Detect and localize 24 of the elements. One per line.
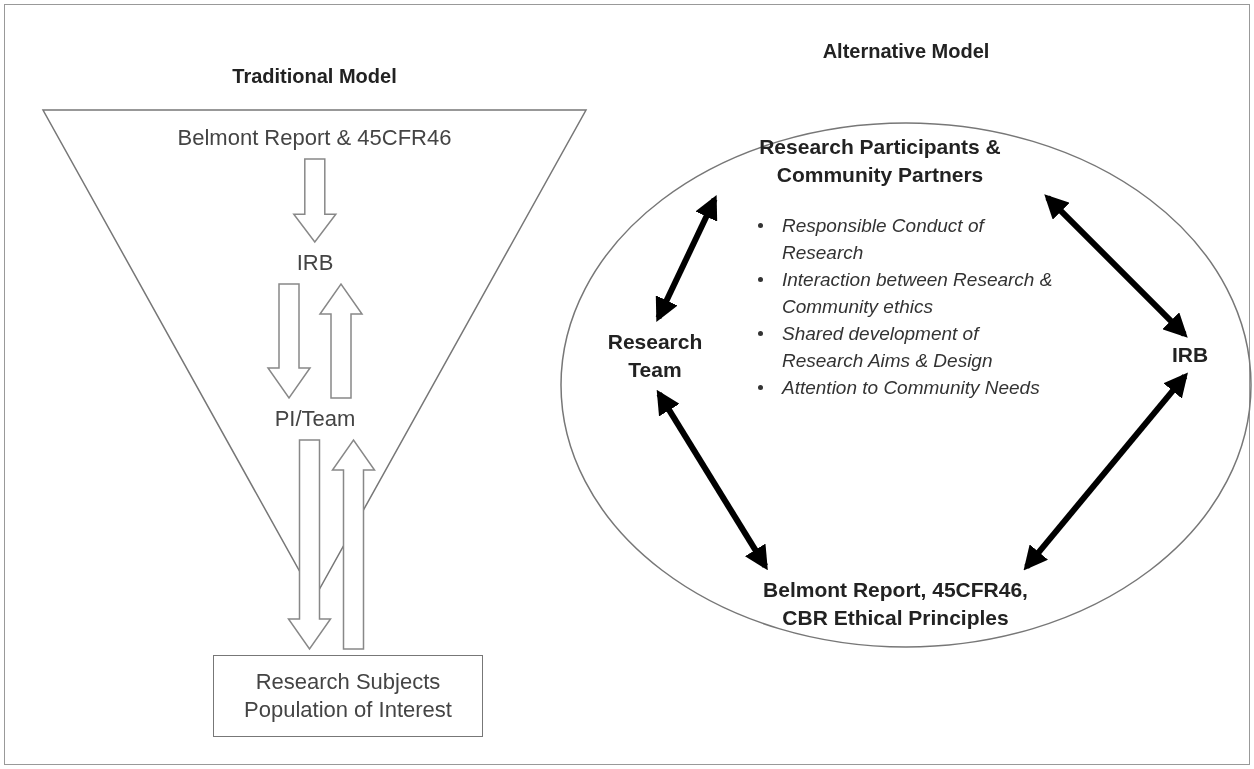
block-arrow	[266, 283, 312, 400]
block-arrow	[287, 439, 332, 651]
panel-heading: Traditional Model	[231, 65, 398, 88]
text-label: Belmont Report & 45CFR46	[152, 123, 477, 153]
text-label: IRB	[290, 248, 340, 278]
ellipse-panel	[560, 40, 1252, 650]
text-label: Belmont Report, 45CFR46, CBR Ethical Principles	[738, 573, 1053, 635]
panel-heading: Alternative Model	[821, 40, 991, 63]
block-arrow	[292, 158, 338, 244]
subject-box: Research Subjects Population of Interest	[213, 655, 483, 737]
text-label: Research Participants & Community Partners	[700, 130, 1060, 192]
text-label: IRB	[1160, 340, 1220, 370]
double-arrow	[656, 389, 768, 571]
block-arrow	[331, 438, 376, 650]
double-arrow	[1023, 372, 1188, 571]
text-label: Research Team	[588, 325, 722, 387]
bullet-item: Shared development of Research Aims & Design	[752, 320, 1062, 374]
double-arrow	[1044, 194, 1188, 338]
bullet-item: Interaction between Research & Community ethics	[752, 266, 1062, 320]
text-label: PI/Team	[262, 404, 368, 434]
bullet-item: Attention to Community Needs	[752, 374, 1062, 401]
block-arrow	[318, 282, 364, 399]
bullet-item: Responsible Conduct of Research	[752, 212, 1062, 266]
double-arrow	[655, 194, 718, 323]
